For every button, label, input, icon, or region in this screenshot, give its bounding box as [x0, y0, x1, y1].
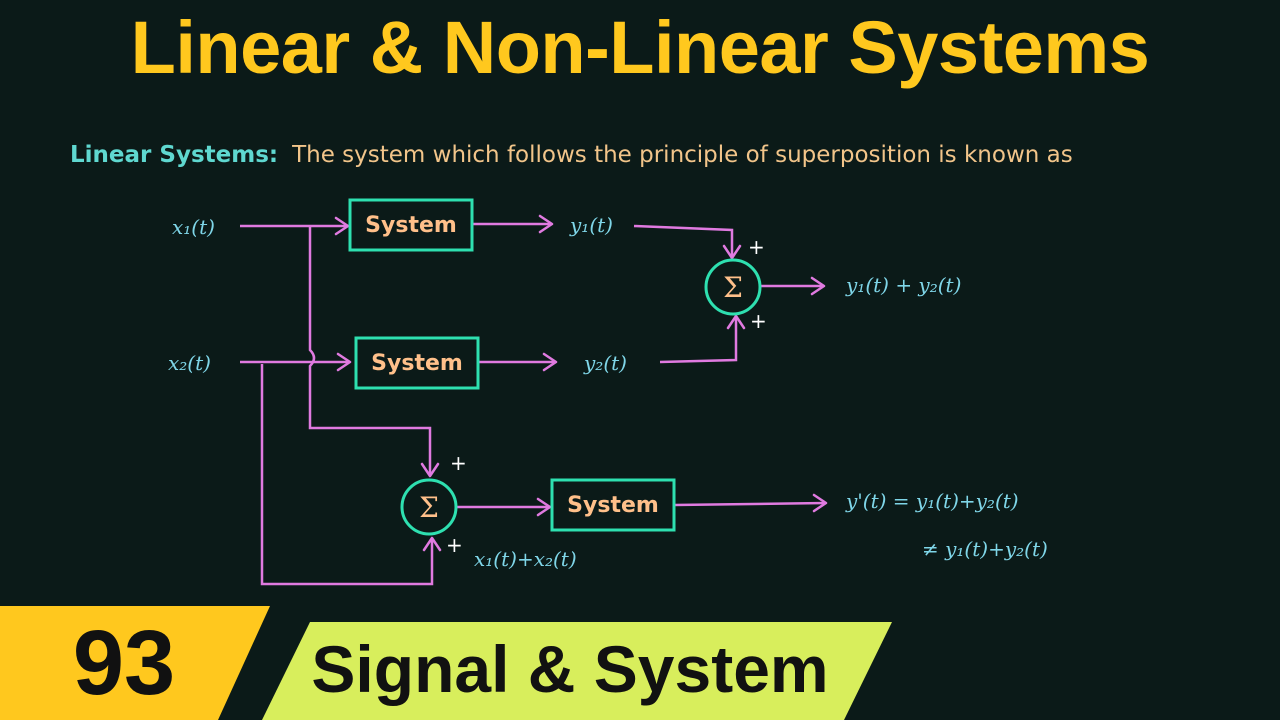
episode-number: 93	[72, 612, 176, 714]
system-box-2-label: System	[371, 351, 463, 376]
arrowheads	[334, 214, 828, 552]
sigma-symbol: Σ	[723, 271, 743, 304]
summing-junction-2: Σ	[400, 478, 458, 536]
arrowhead	[538, 214, 554, 234]
arrowhead	[542, 352, 558, 372]
wire-x1-branch	[308, 226, 432, 474]
wire-x2-branch	[260, 364, 434, 586]
plus-sign: +	[446, 533, 463, 557]
combined-input-label: x₁(t)+x₂(t)	[474, 547, 577, 571]
plus-sign: +	[748, 235, 765, 259]
system-box-1: System	[348, 198, 474, 252]
arrowhead	[726, 314, 746, 330]
wire-y2-to-sum1	[659, 318, 738, 364]
series-badge	[262, 622, 892, 720]
input-x2-label: x₂(t)	[168, 351, 211, 375]
system-box-3: System	[550, 478, 676, 532]
wire-y1-to-sum1	[633, 224, 734, 256]
plus-sign: +	[750, 309, 767, 333]
series-title: Signal & System	[311, 632, 829, 706]
arrowhead	[722, 244, 742, 260]
sum-output-label: y₁(t) + y₂(t)	[845, 273, 961, 297]
intro-text: The system which follows the principle o…	[292, 142, 1073, 168]
output-y1-label: y₁(t)	[569, 213, 613, 237]
result-line-2: ≠ y₁(t)+y₂(t)	[922, 537, 1048, 561]
arrowhead	[336, 352, 352, 372]
wires	[240, 222, 827, 586]
arrowhead	[536, 497, 552, 517]
arrowhead	[812, 493, 828, 513]
wire-system3-to-output	[673, 501, 827, 507]
system-box-1-label: System	[365, 213, 457, 238]
summing-junction-1: Σ	[704, 258, 762, 316]
system-box-2: System	[354, 336, 480, 390]
arrowhead	[420, 462, 440, 478]
episode-badge	[0, 606, 270, 720]
input-x1-label: x₁(t)	[172, 215, 215, 239]
arrowhead	[334, 216, 350, 236]
intro-label: Linear Systems:	[70, 142, 279, 168]
sigma-symbol: Σ	[419, 491, 439, 524]
result-line-1: y'(t) = y₁(t)+y₂(t)	[845, 489, 1019, 513]
plus-sign: +	[450, 451, 467, 475]
intro-sentence: Linear Systems: The system which follows …	[70, 140, 1260, 170]
arrowhead	[422, 536, 442, 552]
arrowhead	[810, 276, 826, 296]
output-y2-label: y₂(t)	[583, 351, 627, 375]
page-title: Linear & Non-Linear Systems	[130, 6, 1150, 89]
system-box-3-label: System	[567, 493, 659, 518]
